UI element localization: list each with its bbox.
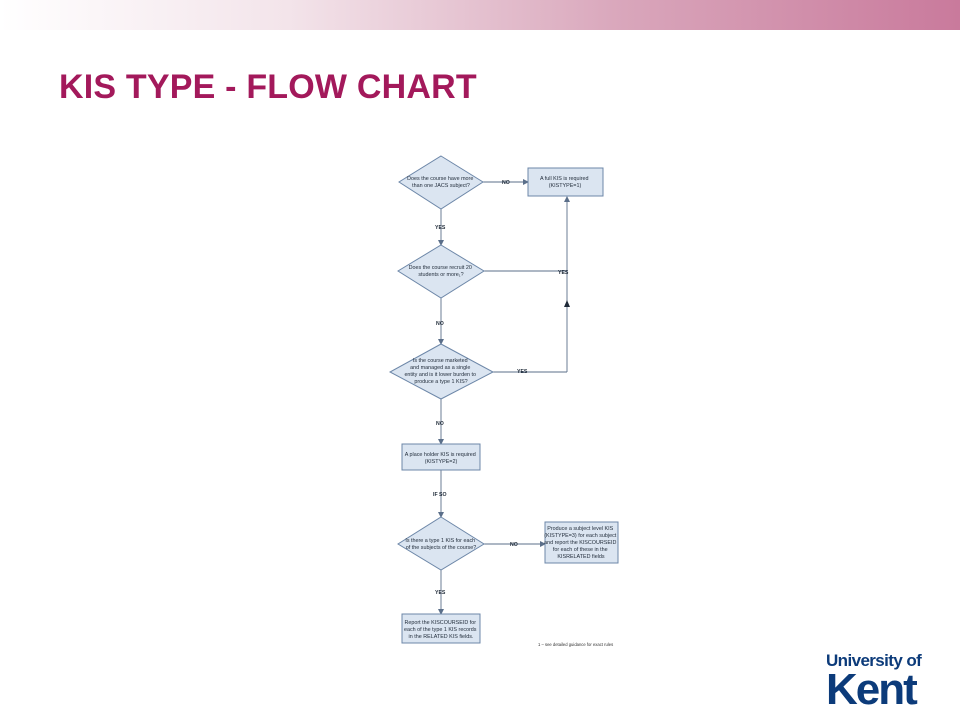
edge-label-jacs-yes: YES <box>435 225 446 231</box>
edges <box>438 179 570 615</box>
box-full-kis: A full KIS is required (KISTYPE=1) <box>527 167 604 197</box>
decision-jacs: Does the course have more than one JACS … <box>398 155 484 210</box>
box-report: Report the KISCOURSEID for each of the t… <box>401 613 481 644</box>
box-subject-kis-text: Produce a subject level KIS (KISTYPE=3) … <box>544 526 618 560</box>
decision-marketed: Is the course marketed and managed as a … <box>388 343 495 400</box>
top-gradient-band <box>0 0 960 30</box>
decision-type1-text: Is there a type 1 KIS for each of the su… <box>405 538 476 551</box>
edge-label-jacs-no: NO <box>502 180 510 186</box>
edge-label-type1-no: NO <box>510 542 518 548</box>
edge-label-recruit-no: NO <box>436 321 444 327</box>
decision-recruit-text: Does the course recruit 20 students or m… <box>409 265 474 278</box>
decision-recruit: Does the course recruit 20 students or m… <box>397 244 485 299</box>
box-subject-kis: Produce a subject level KIS (KISTYPE=3) … <box>544 521 619 564</box>
edge-label-ifso: IF SO <box>433 492 447 498</box>
university-of-kent-logo: University of Kent <box>826 651 922 714</box>
box-report-text: Report the KISCOURSEID for each of the t… <box>404 620 478 640</box>
logo-line2: Kent <box>826 665 918 714</box>
box-placeholder-kis-text: A place holder KIS is required (KISTYPE=… <box>405 452 478 465</box>
decision-type1: Is there a type 1 KIS for each of the su… <box>397 516 485 571</box>
edge-label-marketed-yes: YES <box>517 369 528 375</box>
footnote: 1 – see detailed guidance for exact rule… <box>538 642 613 647</box>
decision-marketed-text: Is the course marketed and managed as a … <box>404 358 477 385</box>
box-placeholder-kis: A place holder KIS is required (KISTYPE=… <box>401 443 481 471</box>
edge-label-recruit-yes: YES <box>558 270 569 276</box>
decision-jacs-text: Does the course have more than one JACS … <box>407 176 475 189</box>
edge-labels: NO YES YES NO YES NO IF SO NO YES <box>433 180 569 596</box>
edge-label-marketed-no: NO <box>436 421 444 427</box>
mid-arrowhead-icon <box>564 300 570 307</box>
slide-title: KIS TYPE - FLOW CHART <box>59 68 477 106</box>
logo-line1: University of <box>826 651 922 670</box>
edge-label-type1-yes: YES <box>435 590 446 596</box>
box-full-kis-text: A full KIS is required (KISTYPE=1) <box>540 176 590 189</box>
